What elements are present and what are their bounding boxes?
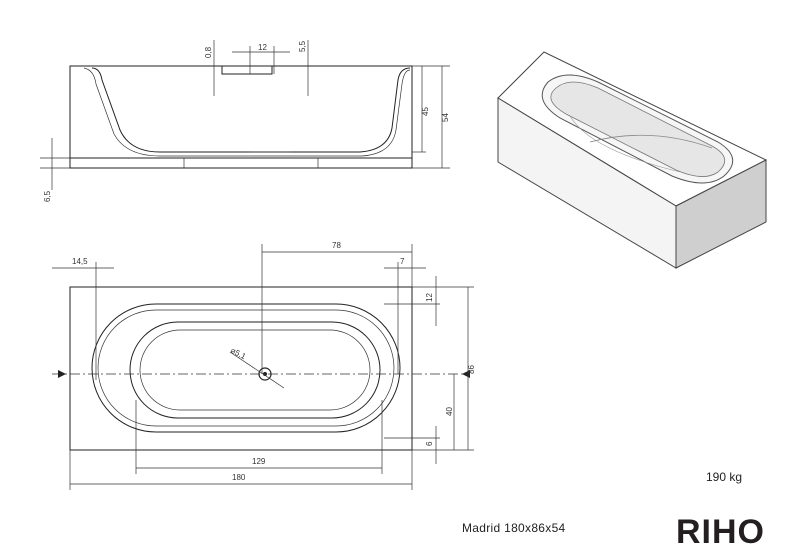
dim-plan-left-offset: 14,5	[72, 257, 88, 266]
dim-plan-half-width: 40	[445, 407, 454, 416]
dim-side-top-mid: 12	[258, 43, 267, 52]
dim-plan-bottom-inset: 6	[425, 441, 434, 446]
isometric-view	[497, 51, 768, 269]
dim-side-total-height: 54	[441, 113, 450, 122]
brand-logo: RIHO	[676, 513, 765, 551]
side-outline	[69, 65, 413, 169]
side-section-view: 0,8 12 5,5 45 54 6,5	[40, 40, 450, 202]
dim-plan-top-inset: 12	[425, 293, 434, 302]
drain-icon	[258, 367, 272, 381]
dim-plan-width: 86	[467, 365, 476, 374]
dim-side-inner-height: 45	[421, 107, 430, 116]
plan-outline	[69, 286, 413, 451]
plan-view: ⌀5,1 14,5 78 7 12 86 40 6 129 180	[52, 241, 476, 490]
dim-drain-diameter: ⌀5,1	[229, 346, 248, 362]
weight-label: 190 kg	[706, 470, 743, 484]
dim-side-top-right: 5,5	[298, 40, 307, 52]
overflow-opening	[221, 65, 273, 75]
dim-plan-drain-offset: 78	[332, 241, 341, 250]
dim-side-top-left: 0,8	[204, 46, 213, 58]
dim-side-base: 6,5	[43, 190, 52, 202]
side-bowl-profile	[91, 67, 411, 153]
dim-plan-inner-length: 129	[252, 457, 266, 466]
model-label: Madrid 180x86x54	[462, 521, 566, 535]
dim-plan-right-offset: 7	[400, 257, 405, 266]
dim-plan-total-length: 180	[232, 473, 246, 482]
